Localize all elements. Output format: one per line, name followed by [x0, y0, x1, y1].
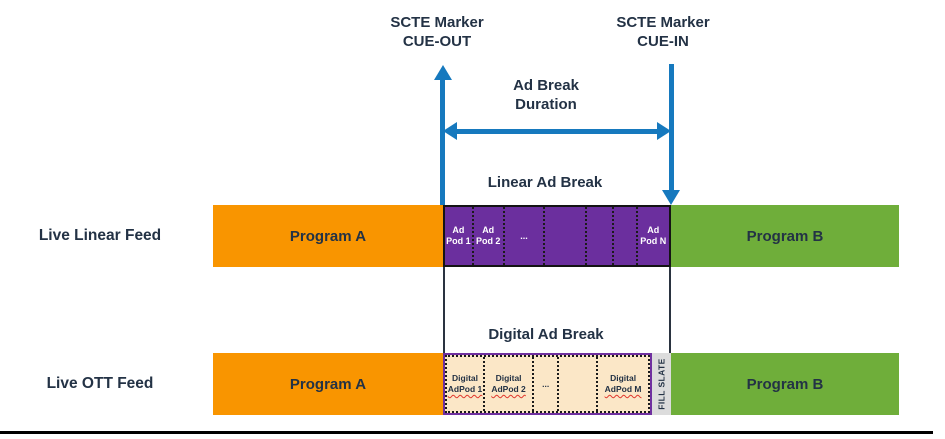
ad-pod-segment-label-top: ... — [520, 230, 528, 241]
ad-break-duration-line1: Ad Break — [513, 77, 579, 94]
linear-ad-break-label: Linear Ad Break — [487, 174, 603, 191]
duration-arrowhead-left-icon — [443, 122, 457, 140]
ad-pod-segment-label-bottom: Pod 1 — [446, 236, 471, 246]
bottom-divider-line — [0, 431, 933, 434]
digital-ad-pod-segment-label-bottom: AdPod M — [604, 384, 642, 394]
duration-arrowhead-right-icon — [657, 122, 671, 140]
ad-break-duration-label: Ad Break Duration — [466, 76, 626, 114]
cue-in-arrow-line — [669, 64, 674, 192]
ad-pod-segment-label-bottom: Pod N — [640, 236, 667, 246]
ad-pod-segment-label-bottom: Pod 2 — [475, 236, 501, 246]
cue-out-arrow-line — [440, 78, 445, 205]
linear-program-b-bar: Program B — [671, 205, 899, 267]
ad-pod-segment — [612, 207, 635, 265]
digital-ad-pod-segment — [557, 357, 596, 411]
fill-slate-segment: FILL SLATE — [652, 353, 671, 415]
digital-ad-pod-segment-label-top: Digital — [610, 373, 637, 383]
live-linear-feed-label: Live Linear Feed — [38, 227, 162, 244]
cue-out-marker-label: SCTE Marker CUE-OUT — [357, 13, 517, 51]
ad-pod-segment-label-top: Ad — [452, 225, 465, 235]
ad-pod-segment: ... — [502, 207, 544, 265]
linear-program-a-bar: Program A — [213, 205, 443, 267]
cue-in-arrowhead-icon — [662, 190, 680, 205]
digital-ad-pod-segment-label-bottom: AdPod 1 — [447, 384, 483, 394]
ad-pod-segment-label-top: Ad — [482, 225, 495, 235]
digital-ad-pod-segment-label-top: Digital — [452, 373, 478, 383]
ad-pod-segment — [543, 207, 585, 265]
live-ott-feed-label: Live OTT Feed — [46, 375, 154, 392]
cue-in-marker-line2: CUE-IN — [637, 33, 689, 50]
cue-out-marker-line1: SCTE Marker — [390, 14, 484, 31]
fill-slate-label: FILL SLATE — [656, 358, 667, 410]
ad-pod-segment — [585, 207, 612, 265]
cue-out-marker-line2: CUE-OUT — [402, 33, 472, 50]
ad-break-duration-line2: Duration — [515, 96, 577, 113]
digital-ad-pod-segment-label-top: ... — [542, 378, 550, 389]
digital-ad-break-label: Digital Ad Break — [488, 326, 604, 343]
ad-pod-segment-label-top: Ad — [647, 225, 660, 235]
break-connector-rectangle — [443, 267, 671, 353]
cue-in-marker-label: SCTE Marker CUE-IN — [583, 13, 743, 51]
digital-ad-pod-segment-label-top: Digital — [495, 373, 522, 383]
ott-program-b-bar: Program B — [671, 353, 899, 415]
cue-in-marker-line1: SCTE Marker — [616, 14, 710, 31]
duration-arrow-line — [455, 129, 658, 134]
digital-ad-pod-segment-label-bottom: AdPod 2 — [491, 384, 526, 394]
cue-out-arrowhead-icon — [434, 65, 452, 80]
digital-ad-pod-segment: ... — [532, 357, 557, 411]
ott-program-a-bar: Program A — [213, 353, 443, 415]
